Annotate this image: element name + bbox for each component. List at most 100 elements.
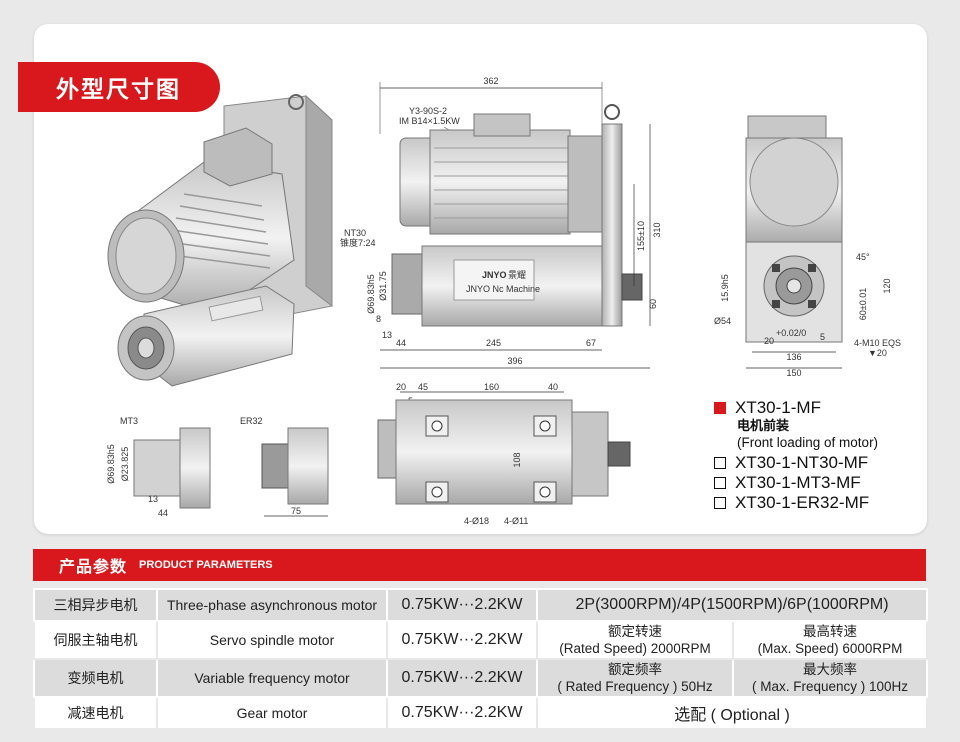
- svg-text:45°: 45°: [856, 252, 870, 262]
- svg-text:13: 13: [382, 330, 392, 340]
- rated-spec: 额定频率 ( Rated Frequency ) 50Hz: [536, 658, 734, 698]
- table-row: 三相异步电机 Three-phase asynchronous motor 0.…: [33, 588, 929, 622]
- svg-text:20: 20: [396, 382, 406, 392]
- legend-label: XT30-1-MF: [735, 398, 821, 417]
- legend-label: XT30-1-ER32-MF: [735, 493, 870, 512]
- side-elevation: 362 Y3-90S-2 IM B14×1.5KW JNYO 景耀 JNYO N…: [340, 76, 662, 369]
- unchecked-box-icon: [714, 457, 726, 469]
- svg-text:MT3: MT3: [120, 416, 138, 426]
- svg-text:362: 362: [483, 76, 498, 86]
- rated-spec-cn: 额定转速: [608, 624, 662, 639]
- optional-spec: 选配 ( Optional ): [535, 696, 929, 730]
- svg-text:40: 40: [548, 382, 558, 392]
- model-legend: XT30-1-MF 电机前装 (Front loading of motor) …: [714, 398, 914, 513]
- params-title-en: PRODUCT PARAMETERS: [139, 559, 273, 571]
- motor-type-en: Servo spindle motor: [156, 620, 388, 660]
- svg-text:锥度7:24: 锥度7:24: [340, 237, 376, 248]
- svg-text:245: 245: [486, 338, 501, 348]
- svg-text:160: 160: [484, 382, 499, 392]
- max-spec: 最高转速 (Max. Speed) 6000RPM: [731, 620, 929, 660]
- rated-spec-en: (Rated Speed) 2000RPM: [559, 641, 711, 656]
- svg-text:44: 44: [396, 338, 406, 348]
- svg-text:8: 8: [376, 314, 381, 324]
- unchecked-box-icon: [714, 477, 726, 489]
- svg-text:景耀: 景耀: [508, 270, 526, 280]
- svg-text:Y3-90S-2: Y3-90S-2: [409, 106, 447, 116]
- svg-text:396: 396: [507, 356, 522, 366]
- motor-type-cn: 变频电机: [33, 658, 158, 698]
- svg-text:Ø69.83h5: Ø69.83h5: [106, 444, 116, 484]
- svg-text:67: 67: [586, 338, 596, 348]
- svg-text:13: 13: [148, 494, 158, 504]
- power-range: 0.75KW···2.2KW: [386, 588, 538, 622]
- svg-text:5: 5: [820, 332, 825, 342]
- svg-text:15.9h5: 15.9h5: [720, 274, 730, 302]
- legend-item-er32[interactable]: XT30-1-ER32-MF: [714, 493, 914, 513]
- motor-type-cn: 三相异步电机: [33, 588, 158, 622]
- rated-spec-en: ( Rated Frequency ) 50Hz: [557, 679, 713, 694]
- svg-text:4-Ø18: 4-Ø18: [464, 516, 489, 526]
- svg-text:Ø69.83h5: Ø69.83h5: [366, 274, 376, 314]
- motor-type-en: Three-phase asynchronous motor: [156, 588, 388, 622]
- er32-variant: ER32 75: [240, 416, 329, 517]
- motor-type-cn: 减速电机: [33, 696, 158, 730]
- rated-spec-cn: 额定频率: [608, 662, 662, 677]
- front-view: 15.9h5 Ø54 45° 120 60±0.01 20 +0.02/0 5 …: [714, 115, 901, 378]
- svg-text:IM B14×1.5KW: IM B14×1.5KW: [399, 116, 460, 126]
- max-spec: 最大频率 ( Max. Frequency ) 100Hz: [731, 658, 929, 698]
- svg-text:Ø31.75: Ø31.75: [378, 271, 388, 301]
- max-spec-cn: 最高转速: [803, 624, 857, 639]
- svg-text:75: 75: [291, 506, 301, 516]
- unchecked-box-icon: [714, 497, 726, 509]
- max-spec-en: (Max. Speed) 6000RPM: [757, 641, 903, 656]
- svg-text:120: 120: [882, 278, 892, 293]
- power-range: 0.75KW···2.2KW: [386, 620, 538, 660]
- section-title: 外型尺寸图: [18, 62, 220, 112]
- svg-text:45: 45: [418, 382, 428, 392]
- plan-view: 20 45 160 40 5 108 4-Ø18 4-Ø11: [377, 382, 631, 526]
- rated-spec: 额定转速 (Rated Speed) 2000RPM: [536, 620, 734, 660]
- svg-text:136: 136: [786, 352, 801, 362]
- isometric-render: [107, 94, 333, 387]
- svg-text:Ø54: Ø54: [714, 316, 731, 326]
- motor-type-cn: 伺服主轴电机: [33, 620, 158, 660]
- mt3-variant: MT3 Ø69.83h5 Ø23.825 13 44: [106, 416, 211, 518]
- speed-spec: 2P(3000RPM)/4P(1500RPM)/6P(1000RPM): [535, 588, 929, 622]
- legend-item-mt3[interactable]: XT30-1-MT3-MF: [714, 473, 914, 493]
- legend-item-mf[interactable]: XT30-1-MF: [714, 398, 914, 418]
- table-row: 减速电机 Gear motor 0.75KW···2.2KW 选配 ( Opti…: [33, 696, 929, 730]
- params-title-cn: 产品参数: [59, 557, 128, 576]
- svg-text:310: 310: [652, 222, 662, 237]
- checked-box-icon: [714, 402, 726, 414]
- params-table: 三相异步电机 Three-phase asynchronous motor 0.…: [33, 588, 929, 730]
- power-range: 0.75KW···2.2KW: [386, 696, 538, 730]
- motor-type-en: Variable frequency motor: [156, 658, 388, 698]
- svg-text:4-Ø11: 4-Ø11: [504, 516, 528, 526]
- motor-type-en: Gear motor: [156, 696, 388, 730]
- svg-text:Ø23.825: Ø23.825: [120, 447, 130, 482]
- params-header: 产品参数 PRODUCT PARAMETERS: [33, 549, 926, 581]
- max-spec-cn: 最大频率: [803, 662, 857, 677]
- svg-text:150: 150: [786, 368, 801, 378]
- power-range: 0.75KW···2.2KW: [386, 658, 538, 698]
- svg-text:60±0.01: 60±0.01: [858, 288, 868, 320]
- svg-text:ER32: ER32: [240, 416, 263, 426]
- svg-text:155±10: 155±10: [636, 221, 646, 251]
- svg-text:60: 60: [648, 299, 658, 309]
- legend-label: XT30-1-MT3-MF: [735, 473, 861, 492]
- svg-text:44: 44: [158, 508, 168, 518]
- legend-label: XT30-1-NT30-MF: [735, 453, 869, 472]
- table-row: 变频电机 Variable frequency motor 0.75KW···2…: [33, 658, 929, 698]
- legend-sub-en: (Front loading of motor): [737, 435, 879, 450]
- svg-text:108: 108: [512, 452, 522, 467]
- svg-text:4-M10 EQS: 4-M10 EQS: [854, 338, 901, 348]
- legend-item-nt30[interactable]: XT30-1-NT30-MF: [714, 453, 914, 473]
- legend-sub-cn: 电机前装: [737, 418, 790, 433]
- svg-text:+0.02/0: +0.02/0: [776, 328, 806, 338]
- svg-text:NT30: NT30: [344, 228, 366, 238]
- svg-text:20: 20: [764, 336, 774, 346]
- svg-text:▼20: ▼20: [868, 348, 887, 358]
- dimension-drawings: 362 Y3-90S-2 IM B14×1.5KW JNYO 景耀 JNYO N…: [106, 76, 901, 526]
- table-row: 伺服主轴电机 Servo spindle motor 0.75KW···2.2K…: [33, 620, 929, 660]
- max-spec-en: ( Max. Frequency ) 100Hz: [751, 679, 909, 694]
